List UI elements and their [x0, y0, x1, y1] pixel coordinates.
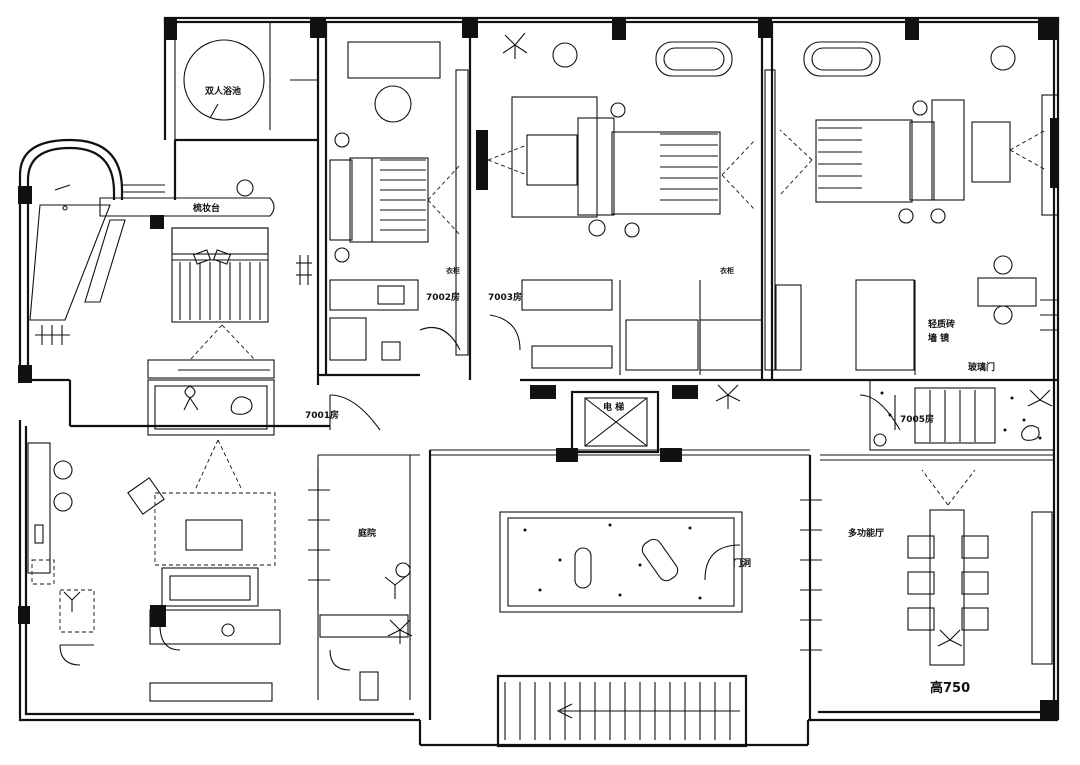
label-door-opening: 门洞 — [733, 557, 751, 569]
label-cabinet-b: 衣柜 — [720, 266, 734, 275]
label-courtyard: 庭院 — [358, 527, 376, 539]
outer-walls — [18, 16, 1060, 747]
aquarium — [147, 359, 275, 436]
courtyard-fence — [308, 470, 822, 701]
living-furniture — [27, 439, 281, 702]
room-7005 — [775, 41, 1059, 371]
balcony-counters — [29, 184, 126, 345]
central-pool — [499, 511, 743, 613]
label-elevator: 电 梯 — [603, 401, 624, 413]
door-swings — [329, 394, 901, 456]
label-height: 高750 — [930, 680, 970, 696]
label-dining: 多功能厅 — [848, 527, 884, 539]
label-room-7003: 7003房 — [488, 291, 522, 303]
master-bedroom — [99, 179, 312, 361]
main-stair — [496, 674, 748, 748]
label-cabinet-a: 衣柜 — [446, 266, 460, 275]
labels: 双人浴池 梳妆台 7001房 7002房 7003房 7005房 电 梯 庭院 … — [192, 85, 995, 696]
label-room-7001: 7001房 — [305, 409, 339, 421]
terrazzo-7005 — [869, 379, 1055, 451]
dining-set — [907, 469, 1053, 666]
label-hot-spring: 双人浴池 — [205, 85, 241, 97]
label-room-7002: 7002房 — [426, 291, 460, 303]
room-7002 — [329, 41, 521, 361]
columns — [18, 18, 1058, 720]
elevator — [570, 390, 660, 454]
plants — [384, 32, 1053, 647]
label-dresser: 梳妆台 — [192, 202, 220, 214]
label-stone-2: 墙 镜 — [928, 332, 949, 344]
label-stone-1: 轻质砖 — [928, 318, 955, 330]
label-room-7005: 7005房 — [900, 413, 934, 425]
label-glass-door: 玻璃门 — [968, 361, 995, 373]
room-7003 — [487, 41, 776, 371]
round-tub — [183, 39, 265, 121]
